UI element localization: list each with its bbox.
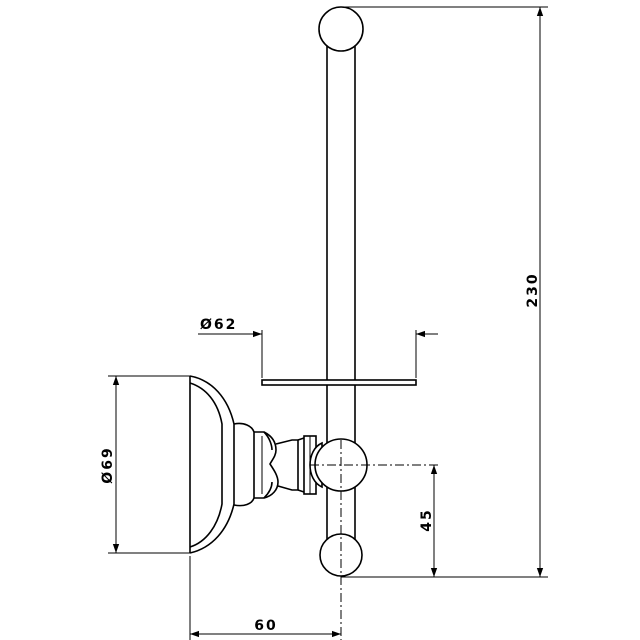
- dimension-roll-diameter: Ø62: [198, 317, 438, 378]
- top-ball: [318, 6, 364, 52]
- dimension-base-diameter: Ø69: [100, 375, 190, 554]
- dimension-total-height: 230: [341, 6, 548, 578]
- collar: [233, 422, 317, 507]
- centerlines: [310, 440, 440, 640]
- dimension-depth: 60: [189, 556, 341, 640]
- dim-label-depth: 60: [254, 618, 277, 634]
- wall-rosette: [189, 375, 235, 554]
- dim-label-roll-diameter: Ø62: [200, 317, 237, 333]
- dim-label-total-height: 230: [525, 272, 541, 307]
- dimension-lower-height: 45: [419, 465, 438, 577]
- dim-label-base-diameter: Ø69: [100, 446, 116, 483]
- dim-label-lower-height: 45: [419, 508, 435, 531]
- roll-plate: [261, 379, 417, 386]
